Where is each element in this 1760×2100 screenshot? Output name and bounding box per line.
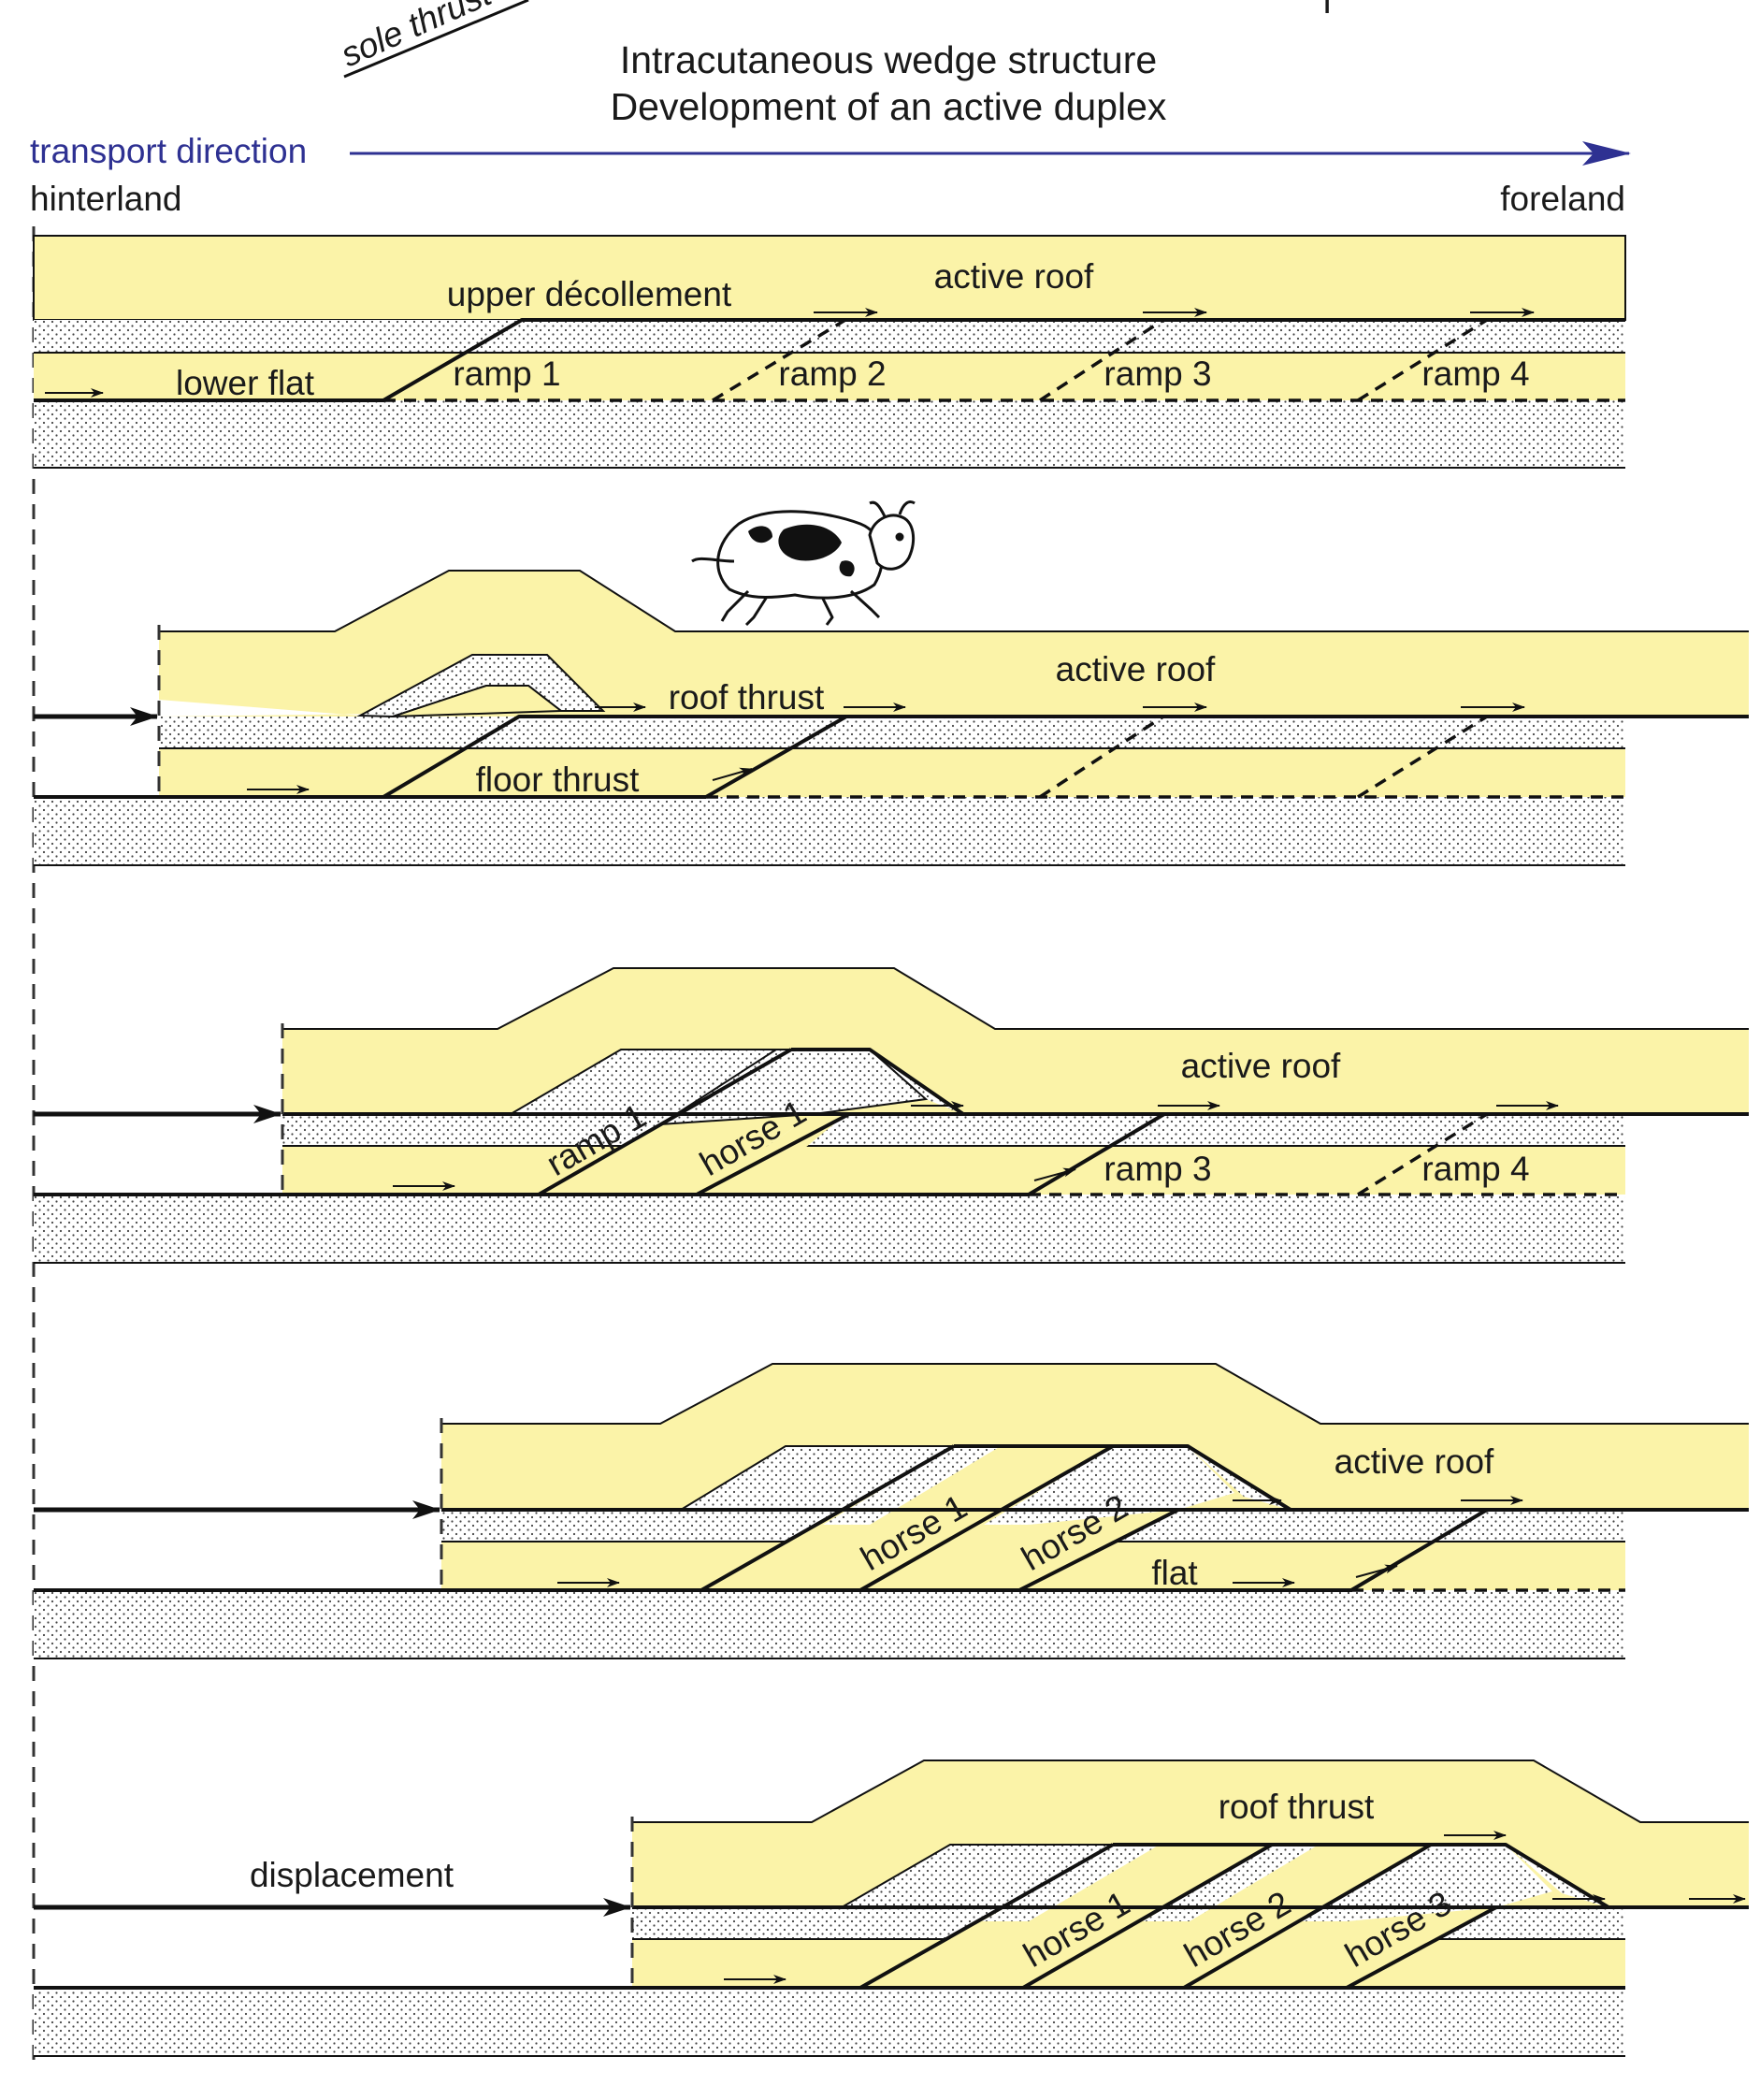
stage3-roof-layer	[282, 968, 1749, 1114]
jumping-cow-illustration	[691, 500, 916, 627]
stage1-ramp1-fault	[34, 318, 1625, 402]
stage1-ramp4-label: ramp 4	[1421, 355, 1529, 393]
title-line-1: Intracutaneous wedge structure	[620, 38, 1157, 81]
stage5-horse2-fault	[1182, 1843, 1433, 1990]
stage4-horse2-fault	[1018, 1508, 1179, 1592]
stage2-floor-thrust	[34, 715, 1749, 799]
stage4-flat-label: flat	[1151, 1554, 1198, 1592]
stage4-ramp1-fault	[700, 1444, 955, 1592]
orientation: transport direction hinterland foreland	[30, 132, 1631, 2067]
stage5-roof-thrust	[1113, 1843, 1610, 1909]
stage2-floor-thrust-label: floor thrust	[476, 760, 641, 799]
stage5-ramp1-fault	[859, 1843, 1114, 1990]
stage3-ramp1-fault	[538, 1048, 792, 1196]
stage1-stipple-upper	[34, 320, 1625, 353]
stage1-ramp3-label: ramp 3	[1104, 355, 1211, 393]
title-line-2: Development of an active duplex	[611, 85, 1167, 128]
stage1-ramp2-label: ramp 2	[778, 355, 886, 393]
corner-mark: I	[1322, 0, 1332, 21]
stage4-horse1-fault	[859, 1444, 1114, 1592]
stage1-ramp1-label: ramp 1	[453, 355, 560, 393]
header: sole thrust I Intracutaneous wedge struc…	[336, 0, 1332, 128]
stage1-yellow-lower	[34, 353, 1625, 400]
stage1-lower-flat-label: lower flat	[176, 364, 315, 402]
stage5-horse3-fault	[1346, 1905, 1497, 1990]
stage1-ramp2-dashed	[712, 318, 846, 402]
stage4-active-roof-label: active roof	[1334, 1442, 1494, 1481]
stage-1: active roof upper décollement lower flat…	[33, 235, 1626, 469]
stage2-active-roof-label: active roof	[1056, 650, 1216, 688]
sole-thrust-label: sole thrust	[336, 0, 498, 74]
transport-direction-label: transport direction	[30, 132, 307, 170]
stage5-roof-thrust-label: roof thrust	[1219, 1788, 1375, 1826]
stage3-active-roof-label: active roof	[1181, 1047, 1341, 1085]
stage1-ramp4-dashed	[1357, 318, 1488, 402]
stage-5: roof thrust displacement horse 1 horse 2…	[34, 1760, 1749, 2057]
stage3-ramp4-label: ramp 4	[1421, 1150, 1529, 1188]
stage-4: active roof horse 1 horse 2 flat	[34, 1363, 1749, 1659]
stage-3: active roof ramp 1 horse 1 ramp 3 ramp 4	[34, 967, 1749, 1264]
stage1-stipple-base	[34, 400, 1625, 468]
sole-thrust-line	[343, 0, 529, 79]
hinterland-label: hinterland	[30, 180, 182, 218]
stage3-horse1-fault	[696, 1112, 850, 1196]
stage1-upper-decollement-label: upper décollement	[447, 275, 732, 313]
stage1-ramp3-dashed	[1039, 318, 1164, 402]
stage2-roof-thrust-label: roof thrust	[669, 678, 825, 717]
foreland-label: foreland	[1500, 180, 1625, 218]
stage1-roof-layer	[33, 235, 1626, 321]
stage5-displacement-label: displacement	[250, 1856, 454, 1894]
stage5-horse1-fault	[1022, 1843, 1273, 1990]
stage1-active-roof-label: active roof	[934, 257, 1094, 296]
stage-2: active roof roof thrust floor thrust	[34, 500, 1749, 866]
stage3-ramp3-label: ramp 3	[1104, 1150, 1211, 1188]
stage2-ramp2-active	[705, 715, 847, 799]
